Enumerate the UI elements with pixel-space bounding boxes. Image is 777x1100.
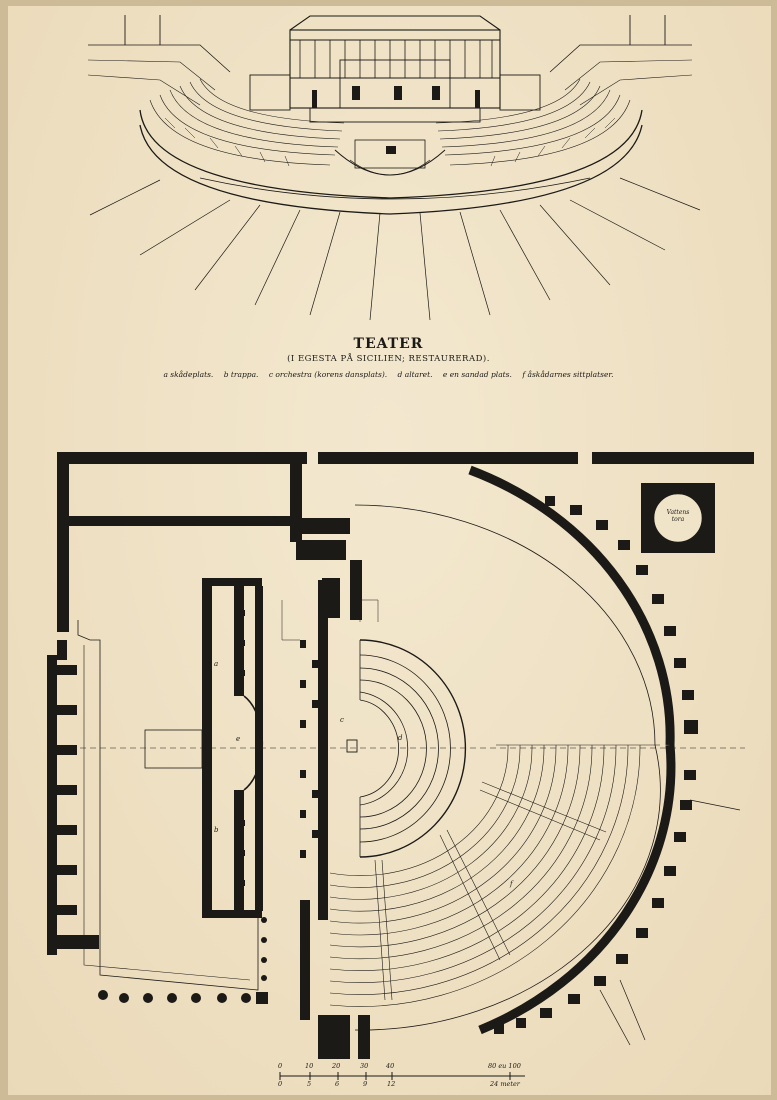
plan-label-a: a — [214, 660, 219, 668]
scale-upper-end: 80 eu 100 — [488, 1062, 521, 1070]
scale-upper-0: 0 — [278, 1062, 283, 1070]
ground-lines — [89, 177, 701, 321]
scale-lower-0: 0 — [278, 1080, 283, 1088]
scale-upper-40: 40 — [386, 1062, 395, 1070]
frame-edge-top — [0, 0, 777, 6]
cistern-label-line2: tora — [671, 516, 685, 523]
legend-item-a: a skådeplats. — [163, 370, 214, 379]
plan-label-e: e — [236, 735, 241, 743]
plate-title: TEATER — [353, 336, 424, 352]
plan-label-f: f — [510, 880, 513, 888]
frame-edge-right — [771, 0, 777, 1100]
plate-subtitle: (I EGESTA PÅ SICILIEN; RESTAURERAD). — [287, 354, 490, 364]
scale-lower-end: 24 meter — [490, 1080, 520, 1088]
plan-label-c: c — [340, 716, 344, 724]
plan-label-d: d — [398, 734, 403, 742]
scale-lower-5: 5 — [307, 1080, 312, 1088]
frame-edge-bottom — [0, 1095, 777, 1100]
theatre-perspective-engraving — [87, 15, 701, 321]
plate-legend: a skådeplats. b trappa. c orchestra (kor… — [0, 370, 777, 379]
legend-item-d: d altaret. — [397, 370, 433, 379]
scale-upper-20: 20 — [332, 1062, 341, 1070]
legend-item-f: f åskådarnes sittplatser. — [522, 370, 614, 379]
legend-item-b: b trappa. — [223, 370, 259, 379]
scale-lower-12: 12 — [387, 1080, 396, 1088]
frame-edge-left — [0, 0, 8, 1100]
cistern-label: Vattens tora — [656, 509, 700, 523]
scale-upper-30: 30 — [360, 1062, 369, 1070]
plan-label-b: b — [214, 826, 219, 834]
scale-upper-10: 10 — [305, 1062, 314, 1070]
cistern-label-line1: Vattens — [666, 509, 690, 516]
legend-item-e: e en sandad plats. — [442, 370, 512, 379]
scale-lower-9: 9 — [363, 1080, 368, 1088]
legend-item-c: c orchestra (korens dansplats). — [268, 370, 388, 379]
scale-lower-6: 6 — [335, 1080, 340, 1088]
